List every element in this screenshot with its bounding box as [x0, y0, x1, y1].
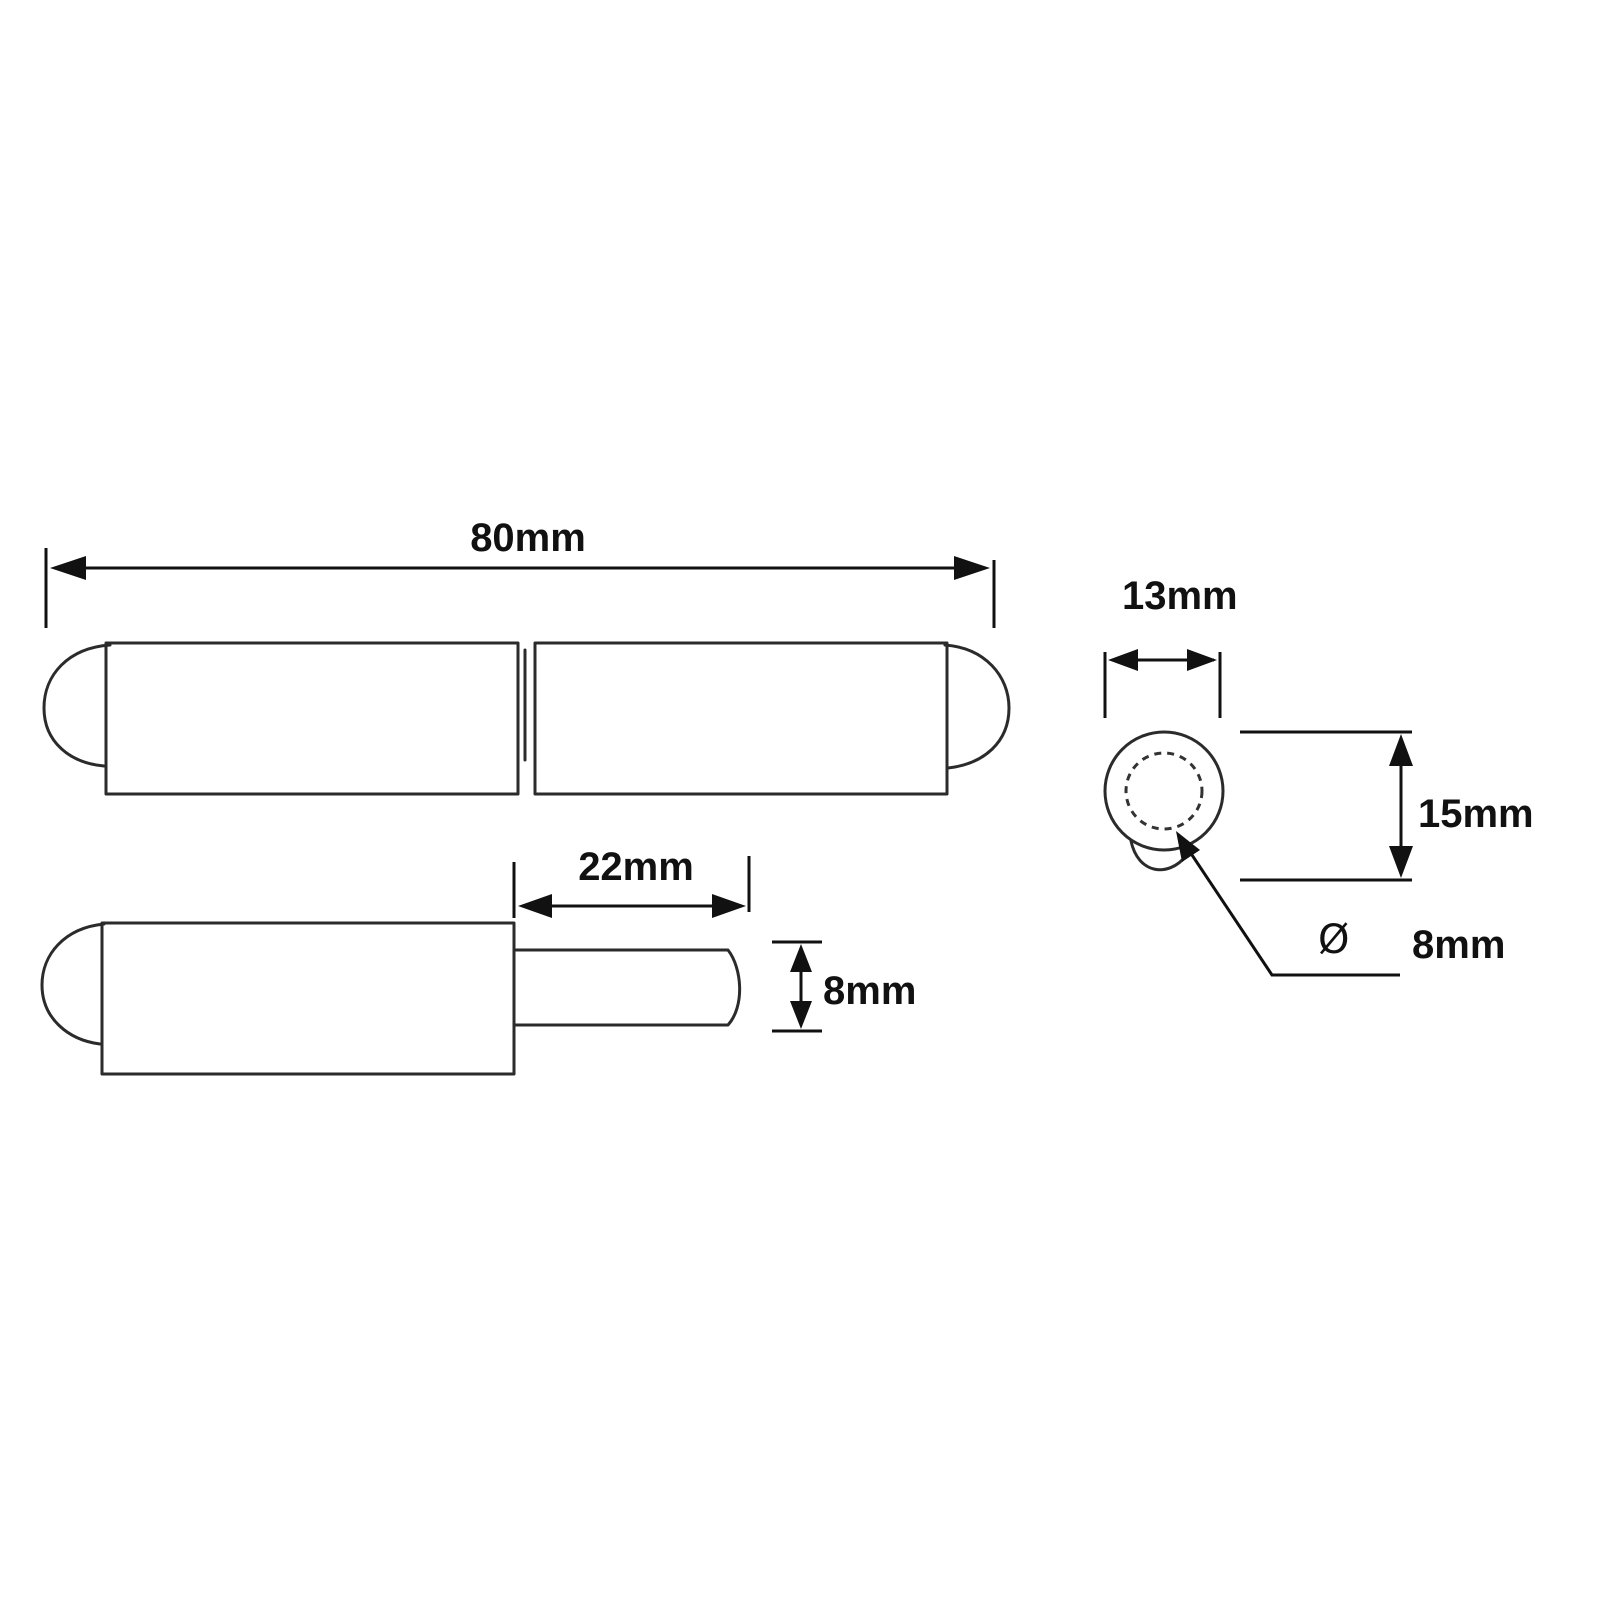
right-barrel — [533, 641, 949, 796]
left-dome-cap — [42, 643, 112, 768]
arrow-head-left — [518, 894, 552, 918]
bore-hidden-circle — [1124, 751, 1204, 831]
end-profile-circle — [1103, 730, 1225, 852]
end-profile-tab — [1129, 839, 1188, 872]
end-height-dimension — [1240, 730, 1413, 882]
pin-half-barrel — [100, 921, 516, 1076]
assembled-hinge: 80mm — [42, 516, 1011, 796]
overall-length-dimension — [44, 548, 996, 628]
overall-length-label: 80mm — [470, 516, 586, 560]
pin-length-dimension — [512, 856, 751, 918]
diameter-symbol: Ø — [1318, 917, 1349, 963]
end-width-label: 13mm — [1122, 574, 1238, 618]
arrow-head-bottom — [1389, 846, 1413, 878]
leader-line — [1178, 836, 1400, 977]
pin-half: 22mm 8mm — [40, 845, 916, 1076]
arrow-head-top — [790, 944, 812, 972]
leader-arrow-head — [1176, 831, 1200, 862]
pin-length-label: 22mm — [578, 845, 694, 889]
right-dome-cap — [943, 643, 1011, 770]
pin — [512, 948, 742, 1027]
arrow-head-right — [954, 556, 990, 580]
arrow-head-right — [1187, 649, 1217, 671]
arrow-head-bottom — [790, 1001, 812, 1029]
bore-diameter-leader — [1176, 831, 1400, 977]
pin-half-dome-cap — [40, 922, 106, 1046]
left-barrel — [104, 641, 520, 796]
end-width-dimension — [1103, 649, 1222, 718]
end-height-label: 15mm — [1418, 792, 1534, 836]
arrow-head-left — [50, 556, 86, 580]
pin-diameter-label: 8mm — [823, 969, 916, 1013]
arrow-head-right — [712, 894, 746, 918]
pin-diameter-dimension — [772, 940, 822, 1033]
arrow-head-top — [1389, 734, 1413, 766]
arrow-head-left — [1108, 649, 1138, 671]
end-view: 13mm 15mm Ø 8mm — [1103, 574, 1534, 977]
bore-diameter-label: 8mm — [1412, 923, 1505, 967]
